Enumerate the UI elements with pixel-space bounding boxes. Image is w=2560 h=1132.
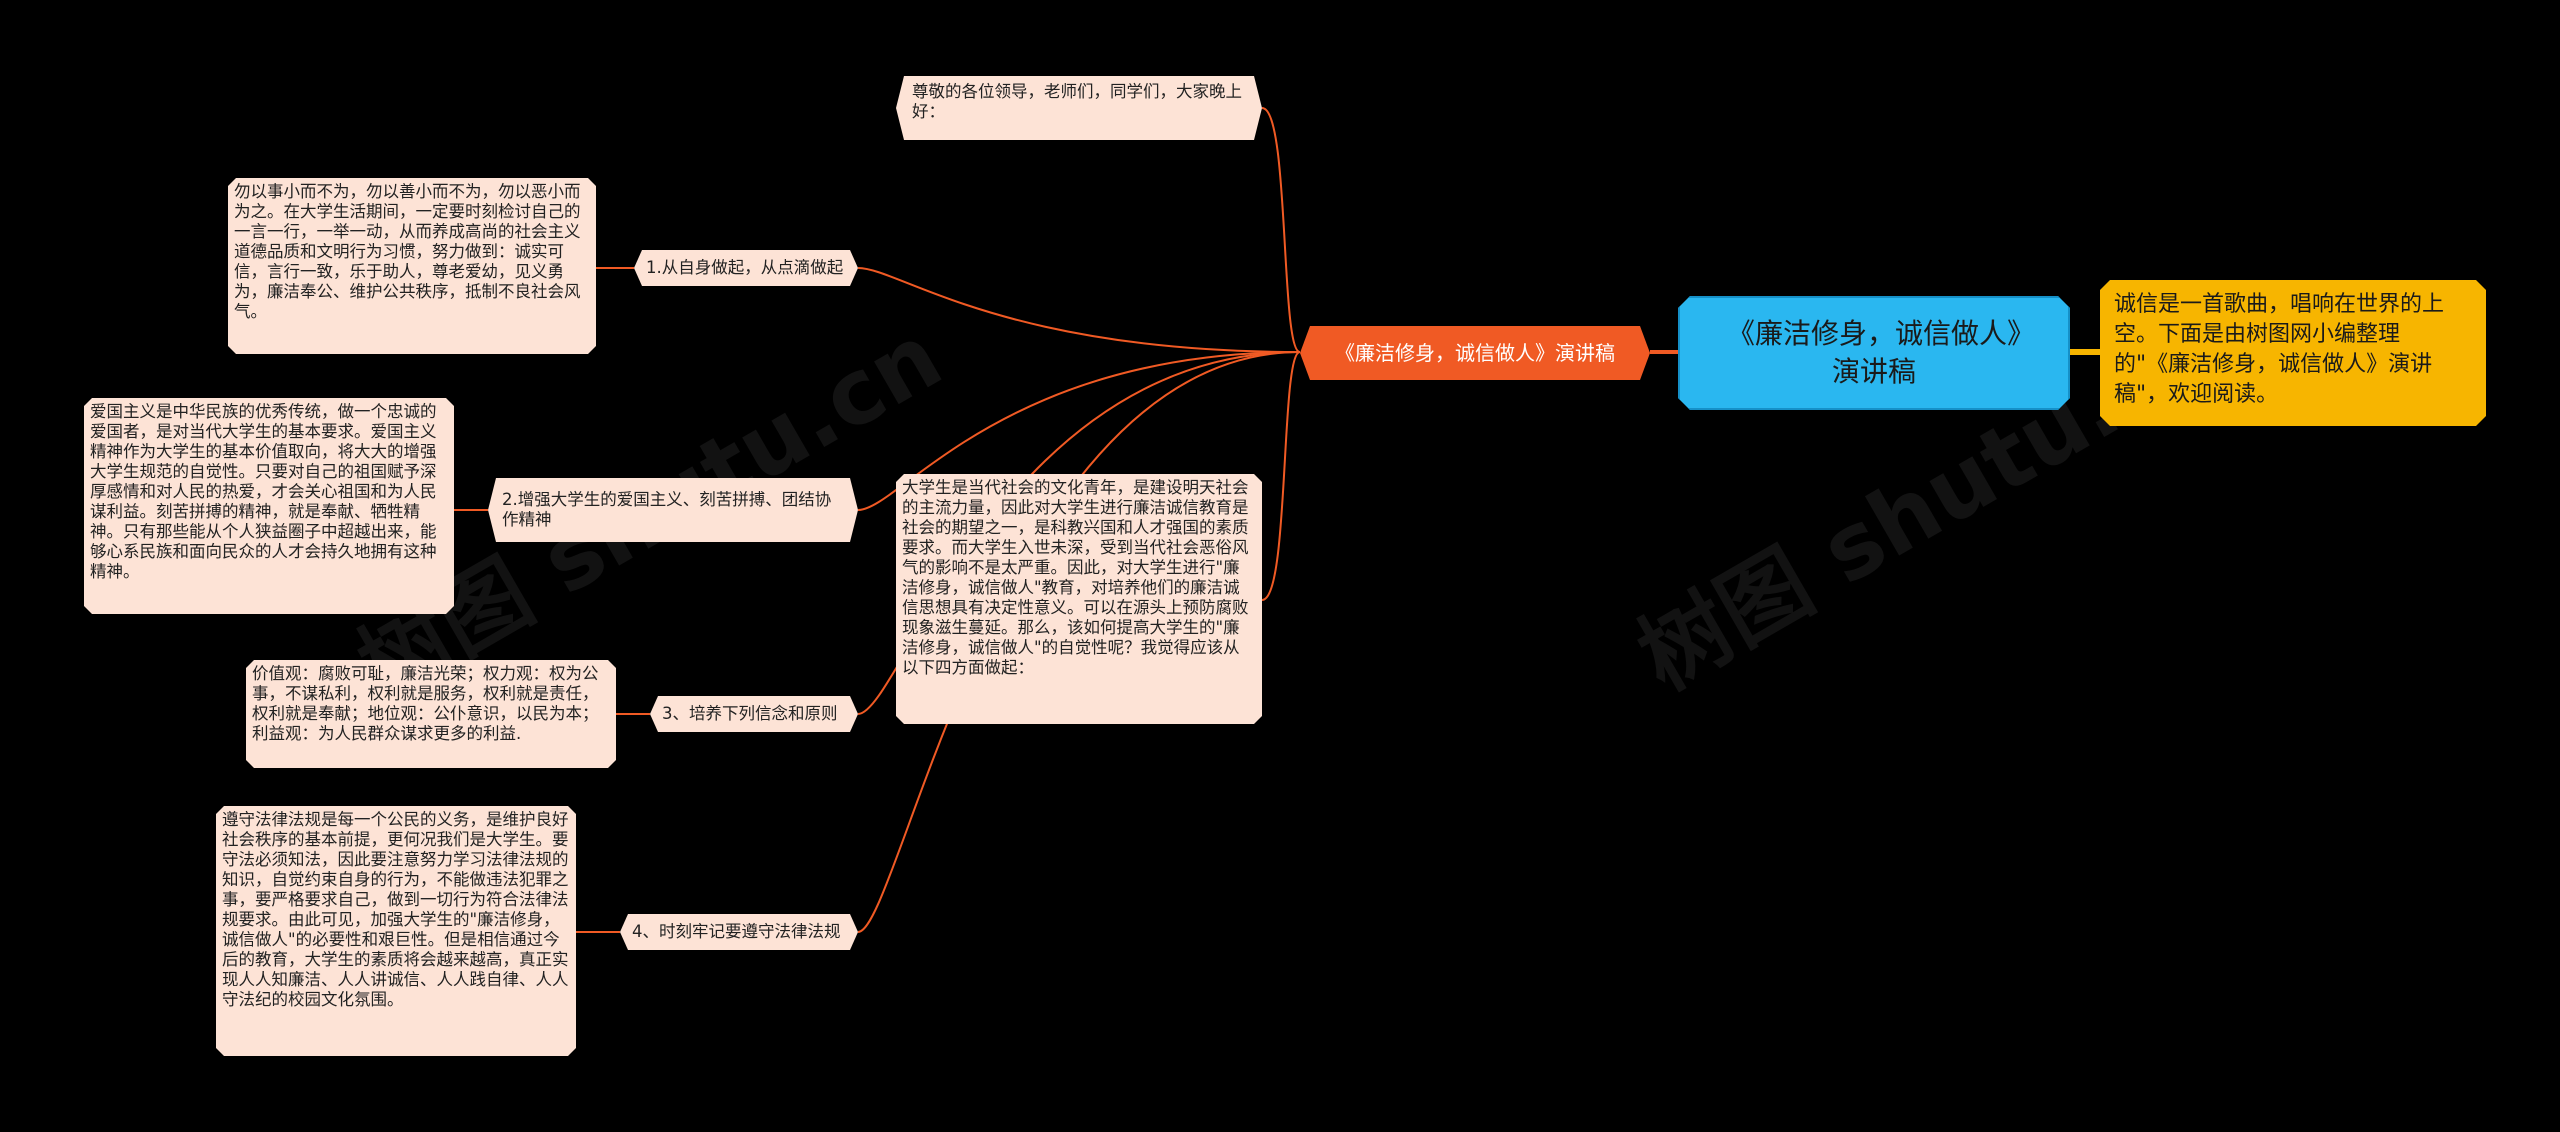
greeting-node[interactable]: 尊敬的各位领导，老师们，同学们，大家晚上好： (896, 76, 1262, 140)
point-2-detail[interactable]: 爱国主义是中华民族的优秀传统，做一个忠诚的爱国者，是对当代大学生的基本要求。爱国… (84, 398, 454, 614)
root-label: 《廉洁修身，诚信做人》演讲稿 (1726, 317, 2021, 388)
point-2-detail-text: 爱国主义是中华民族的优秀传统，做一个忠诚的爱国者，是对当代大学生的基本要求。爱国… (90, 402, 437, 581)
point-3-detail-text: 价值观：腐败可耻，廉洁光荣；权力观：权为公事，不谋私利，权利就是服务，权利就是责… (252, 664, 599, 743)
point-1-node[interactable]: 1.从自身做起，从点滴做起 (634, 250, 858, 286)
point-1-label: 1.从自身做起，从点滴做起 (646, 258, 844, 277)
intro-node[interactable]: 大学生是当代社会的文化青年，是建设明天社会的主流力量，因此对大学生进行廉洁诚信教… (896, 474, 1262, 724)
point-3-detail[interactable]: 价值观：腐败可耻，廉洁光荣；权力观：权为公事，不谋私利，权利就是服务，权利就是责… (246, 660, 616, 768)
summary-text: 诚信是一首歌曲，唱响在世界的上空。下面是由树图网小编整理的"《廉洁修身，诚信做人… (2114, 292, 2445, 407)
point-4-detail[interactable]: 遵守法律法规是每一个公民的义务，是维护良好社会秩序的基本前提，更何况我们是大学生… (216, 806, 576, 1056)
point-4-node[interactable]: 4、时刻牢记要遵守法律法规 (620, 914, 858, 950)
point-4-detail-text: 遵守法律法规是每一个公民的义务，是维护良好社会秩序的基本前提，更何况我们是大学生… (222, 810, 569, 1009)
point-3-node[interactable]: 3、培养下列信念和原则 (650, 696, 858, 732)
connector-branch-point1 (857, 267, 1301, 353)
root-node[interactable]: 《廉洁修身，诚信做人》演讲稿 (1678, 296, 2070, 410)
point-3-label: 3、培养下列信念和原则 (662, 704, 838, 723)
point-1-detail-text: 勿以事小而不为，勿以善小而不为，勿以恶小而为之。在大学生活期间，一定要时刻检讨自… (234, 182, 581, 321)
main-branch-label: 《廉洁修身，诚信做人》演讲稿 (1335, 341, 1615, 365)
main-branch-node[interactable]: 《廉洁修身，诚信做人》演讲稿 (1300, 326, 1650, 380)
connector-branch-intro (1261, 351, 1301, 601)
summary-node[interactable]: 诚信是一首歌曲，唱响在世界的上空。下面是由树图网小编整理的"《廉洁修身，诚信做人… (2100, 280, 2486, 426)
greeting-text: 尊敬的各位领导，老师们，同学们，大家晚上好： (912, 82, 1242, 121)
connector-branch-greeting (1261, 107, 1301, 353)
intro-text: 大学生是当代社会的文化青年，是建设明天社会的主流力量，因此对大学生进行廉洁诚信教… (902, 478, 1249, 677)
connector-branch-point2 (857, 351, 1301, 511)
point-2-label: 2.增强大学生的爱国主义、刻苦拼搏、团结协作精神 (502, 490, 832, 529)
point-4-label: 4、时刻牢记要遵守法律法规 (632, 922, 841, 941)
point-1-detail[interactable]: 勿以事小而不为，勿以善小而不为，勿以恶小而为之。在大学生活期间，一定要时刻检讨自… (228, 178, 596, 354)
point-2-node[interactable]: 2.增强大学生的爱国主义、刻苦拼搏、团结协作精神 (488, 478, 858, 542)
